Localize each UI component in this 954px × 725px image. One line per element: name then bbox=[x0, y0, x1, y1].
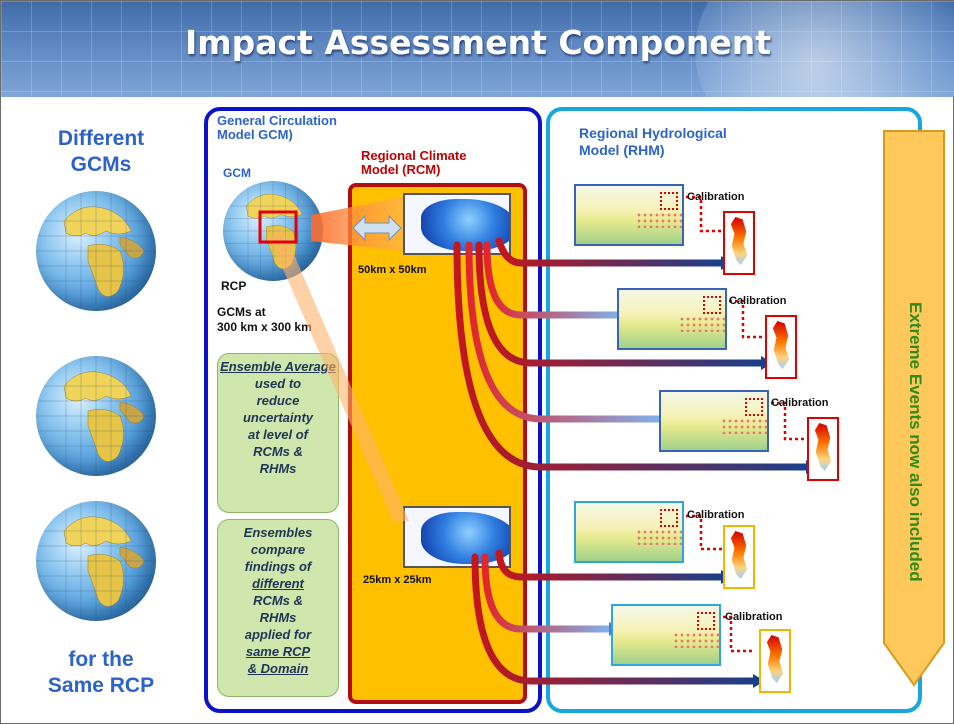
same-rcp-line-2: Same RCP bbox=[47, 674, 155, 697]
arrow-bottom-3 bbox=[481, 553, 613, 633]
ensembles-compare-domain: & Domain bbox=[247, 661, 309, 676]
rhm-heading-line-2: Model (RHM) bbox=[579, 142, 665, 158]
calibration-label-4: Calibration bbox=[687, 509, 745, 521]
rcp-label: RCP bbox=[221, 279, 247, 293]
river-basin-3 bbox=[807, 417, 839, 481]
rhm-map-2-inset bbox=[703, 296, 721, 314]
rhm-map-5-inset bbox=[697, 612, 715, 630]
ensemble-average-line-1: used to bbox=[254, 376, 302, 391]
rcm-map-25km-africa bbox=[421, 512, 509, 564]
ensemble-average-line-4: at level of bbox=[248, 427, 308, 442]
calibration-connectors bbox=[656, 195, 807, 653]
rhm-heading: Regional Hydrological Model (RHM) bbox=[579, 125, 727, 159]
ensemble-average-note: Ensemble Average used to reduce uncertai… bbox=[217, 353, 339, 513]
rcm-heading-line-1: Regional Climate bbox=[361, 148, 467, 163]
rhm-map-3-grid bbox=[721, 418, 767, 434]
rhm-map-3 bbox=[659, 390, 769, 452]
slide-title: Impact Assessment Component bbox=[184, 23, 772, 62]
gcm-resolution: GCMs at 300 km x 300 km bbox=[217, 305, 312, 335]
ensemble-average-line-6: RHMs bbox=[259, 461, 297, 476]
different-gcms-label: Different GCMs bbox=[41, 126, 161, 178]
rhm-map-2 bbox=[617, 288, 727, 350]
river-basin-1 bbox=[723, 211, 755, 275]
extreme-events-label: Extreme Events now also included bbox=[906, 302, 925, 582]
ensembles-compare-same-rcp: same RCP bbox=[245, 644, 311, 659]
gcm-resolution-line-1: GCMs at bbox=[217, 305, 266, 319]
river-basin-4-shape bbox=[730, 531, 748, 579]
globe-2-graphic bbox=[36, 356, 156, 476]
arrow-bottom-2 bbox=[495, 549, 725, 581]
calibration-label-3: Calibration bbox=[771, 397, 829, 409]
rhm-map-4 bbox=[574, 501, 684, 563]
rcm-map-50km-africa bbox=[421, 199, 509, 251]
river-basin-3-shape bbox=[814, 423, 832, 471]
rcm-heading: Regional Climate Model (RCM) bbox=[361, 149, 466, 177]
globe-gcm-2 bbox=[36, 356, 156, 476]
globe-1-graphic bbox=[36, 191, 156, 311]
globe-gcm-1 bbox=[36, 191, 156, 311]
calibration-label-5: Calibration bbox=[725, 611, 783, 623]
rcm-resolution-50km: 50km x 50km bbox=[358, 264, 427, 276]
river-basin-5 bbox=[759, 629, 791, 693]
gcm-heading: General Circulation Model GCM) bbox=[217, 114, 337, 142]
ensemble-average-line-2: reduce bbox=[256, 393, 300, 408]
gcm-heading-line-1: General Circulation bbox=[217, 113, 337, 128]
river-basin-2 bbox=[765, 315, 797, 379]
rhm-map-1 bbox=[574, 184, 684, 246]
same-rcp-label: for the Same RCP bbox=[36, 647, 166, 699]
rhm-heading-line-1: Regional Hydrological bbox=[579, 125, 727, 141]
title-banner: Impact Assessment Component bbox=[1, 1, 954, 97]
rcm-heading-line-2: Model (RCM) bbox=[361, 162, 441, 177]
rhm-map-4-grid bbox=[636, 529, 682, 545]
double-arrow-icon bbox=[352, 214, 402, 242]
calibration-label-2: Calibration bbox=[729, 295, 787, 307]
ensembles-compare-different: different bbox=[252, 576, 304, 591]
gcm-heading-line-2: Model GCM) bbox=[217, 127, 293, 142]
gcm-globe-label: GCM bbox=[223, 166, 251, 180]
river-basin-5-shape bbox=[766, 635, 784, 683]
gcm-to-rcm-low-beam bbox=[269, 229, 409, 521]
river-basin-4 bbox=[723, 525, 755, 589]
ensembles-compare-line-7: applied for bbox=[244, 627, 312, 642]
gcm-resolution-line-2: 300 km x 300 km bbox=[217, 320, 312, 334]
rhm-map-5-grid bbox=[673, 632, 719, 648]
rhm-map-4-inset bbox=[660, 509, 678, 527]
ensemble-average-line-3: uncertainty bbox=[242, 410, 314, 425]
river-basin-1-shape bbox=[730, 217, 748, 265]
river-basin-2-shape bbox=[772, 321, 790, 369]
ensemble-average-underlined: Ensemble Average bbox=[220, 359, 336, 374]
arrow-top-4 bbox=[475, 241, 765, 367]
rhm-map-1-grid bbox=[636, 212, 682, 228]
ensembles-compare-line-3: findings of bbox=[244, 559, 312, 574]
rcm-map-25km bbox=[403, 506, 511, 568]
calibration-label-1: Calibration bbox=[687, 191, 745, 203]
ensembles-compare-line-1: Ensembles bbox=[243, 525, 313, 540]
gcm-region-box bbox=[258, 210, 298, 244]
ensemble-average-line-5: RCMs & bbox=[253, 444, 303, 459]
different-gcms-line-1: Different bbox=[57, 127, 145, 150]
different-gcms-line-2: GCMs bbox=[70, 153, 132, 176]
arrow-bottom-4 bbox=[471, 553, 757, 685]
rhm-map-2-grid bbox=[679, 316, 725, 332]
arrow-top-3 bbox=[483, 241, 625, 319]
ensembles-compare-line-5: RCMs & bbox=[253, 593, 303, 608]
ensembles-compare-line-6: RHMs bbox=[259, 610, 297, 625]
ensembles-compare-line-2: compare bbox=[250, 542, 306, 557]
banner-globe-glow bbox=[695, 1, 954, 97]
rhm-map-3-inset bbox=[745, 398, 763, 416]
globe-3-graphic bbox=[36, 501, 156, 621]
rhm-map-1-inset bbox=[660, 192, 678, 210]
rhm-map-5 bbox=[611, 604, 721, 666]
ensembles-compare-note: Ensembles compare findings of different … bbox=[217, 519, 339, 697]
arrow-top-5 bbox=[465, 241, 665, 423]
arrow-top-6 bbox=[453, 241, 810, 471]
globe-gcm-3 bbox=[36, 501, 156, 621]
arrow-top-2 bbox=[495, 237, 725, 267]
same-rcp-line-1: for the bbox=[68, 648, 134, 671]
rcm-resolution-25km: 25km x 25km bbox=[363, 574, 432, 586]
extreme-events-arrow bbox=[883, 130, 945, 687]
